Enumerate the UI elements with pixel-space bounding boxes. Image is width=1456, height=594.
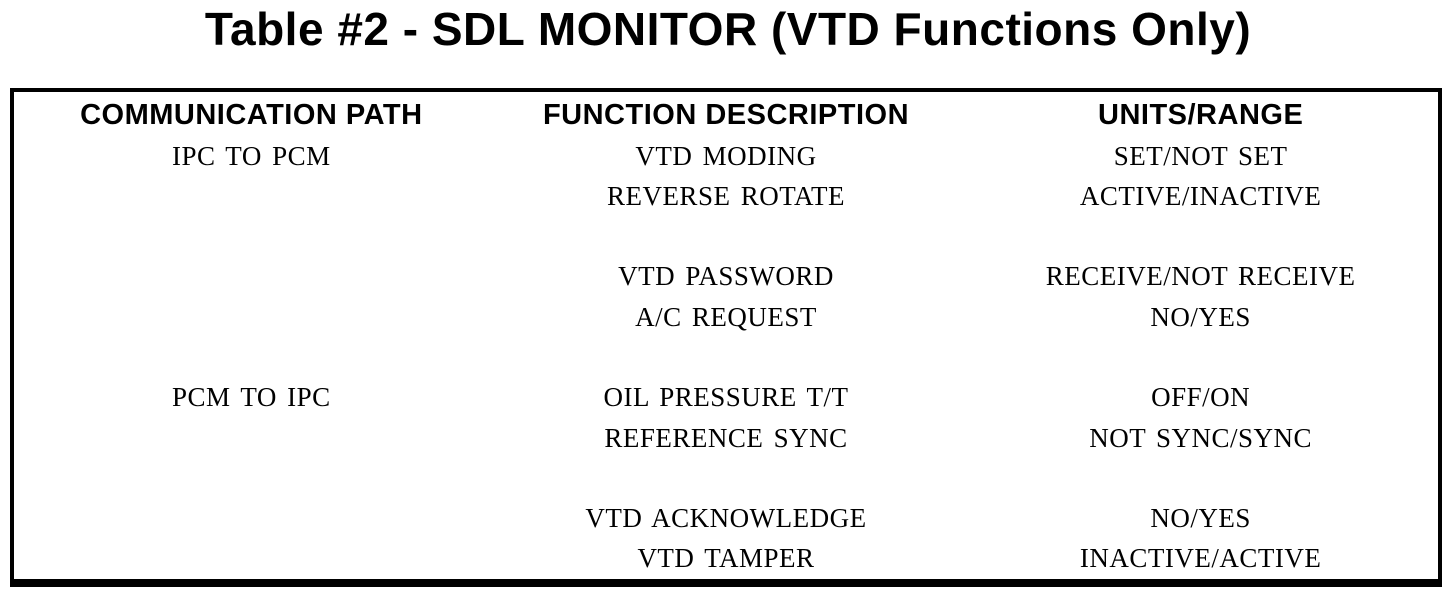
cell-function: A/C REQUEST	[635, 301, 817, 332]
cell-function: VTD TAMPER	[637, 543, 815, 574]
cell-range: NO/YES	[1150, 301, 1251, 332]
cell-range: NOT SYNC/SYNC	[1089, 422, 1313, 453]
cell-range: NO/YES	[1150, 503, 1251, 534]
cell-range: INACTIVE/ACTIVE	[1079, 543, 1322, 574]
cell-range: ACTIVE/INACTIVE	[1079, 180, 1322, 211]
header-communication-path: COMMUNICATION PATH	[80, 98, 423, 131]
header-units-range: UNITS/RANGE	[1098, 98, 1304, 131]
cell-function: VTD MODING	[635, 140, 817, 171]
cell-function: VTD ACKNOWLEDGE	[585, 503, 867, 534]
cell-function: OIL PRESSURE T/T	[603, 382, 849, 413]
cell-range: RECEIVE/NOT RECEIVE	[1045, 261, 1356, 292]
sdl-monitor-table: COMMUNICATION PATH FUNCTION DESCRIPTION …	[10, 88, 1442, 587]
cell-path: PCM TO IPC	[172, 382, 331, 413]
cell-function: REVERSE ROTATE	[606, 180, 846, 211]
cell-path: IPC TO PCM	[172, 140, 331, 171]
cell-range: OFF/ON	[1151, 382, 1251, 413]
header-function-description: FUNCTION DESCRIPTION	[542, 98, 910, 131]
cell-function: VTD PASSWORD	[618, 261, 834, 292]
cell-range: SET/NOT SET	[1113, 140, 1288, 171]
cell-function: REFERENCE SYNC	[604, 422, 848, 453]
page-title: Table #2 - SDL MONITOR (VTD Functions On…	[204, 3, 1252, 55]
